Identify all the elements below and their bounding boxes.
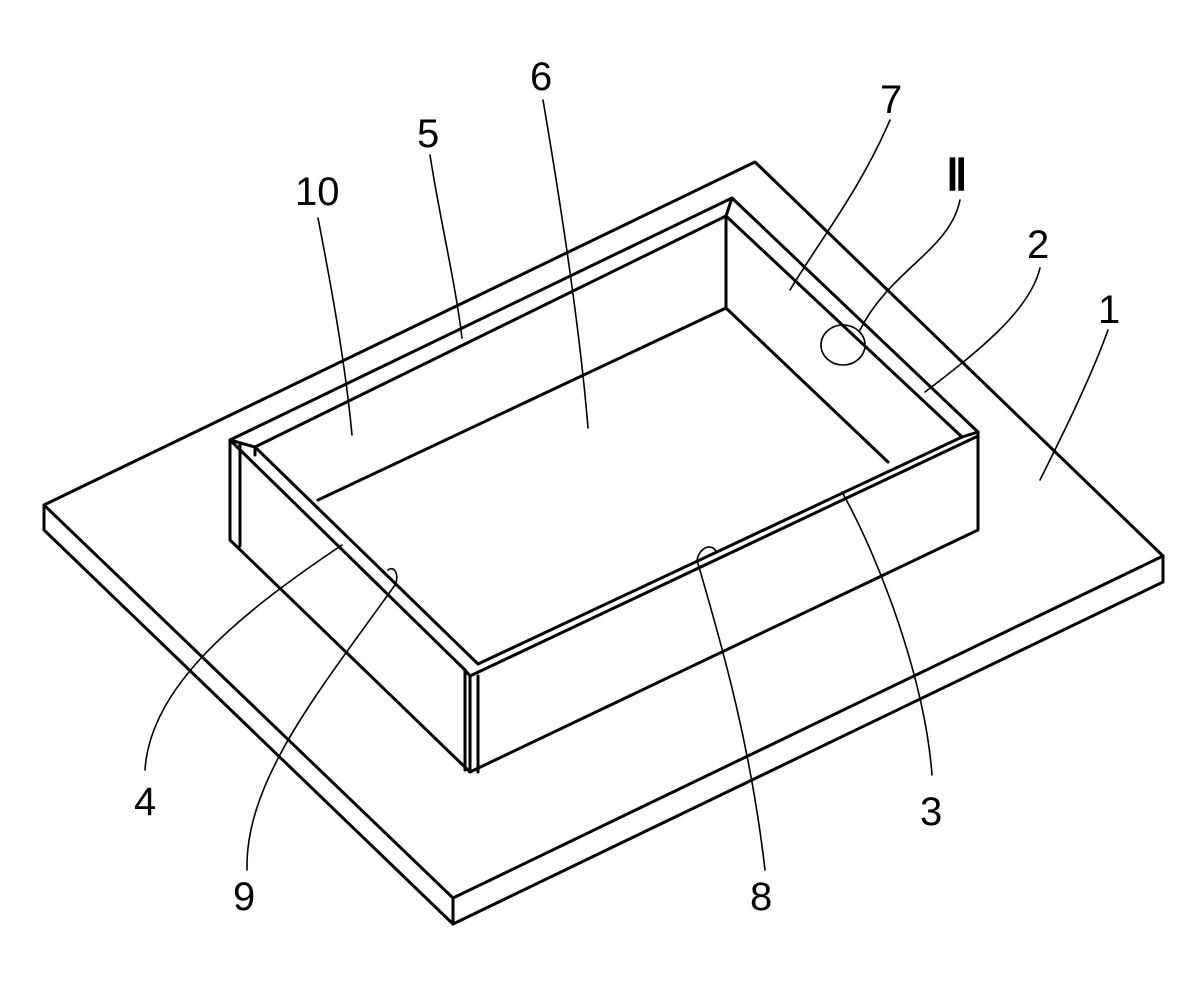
label-1: 1: [1098, 288, 1120, 332]
leader-lines: [144, 99, 1109, 871]
label-2: 2: [1027, 223, 1049, 267]
label-4: 4: [134, 780, 156, 824]
label-3: 3: [920, 790, 942, 834]
label-6: 6: [530, 55, 552, 99]
base-plate: [42, 160, 1165, 926]
label-5: 5: [417, 112, 439, 156]
label-9: 9: [233, 875, 255, 919]
label-II: Ⅱ: [946, 151, 968, 200]
frame: [228, 196, 980, 774]
reference-labels: 1 2 3 4 5 6 7 8 9 10 Ⅱ: [134, 55, 1120, 919]
label-10: 10: [295, 170, 340, 214]
label-7: 7: [880, 78, 902, 122]
label-8: 8: [750, 875, 772, 919]
detail-circle: [820, 324, 866, 366]
